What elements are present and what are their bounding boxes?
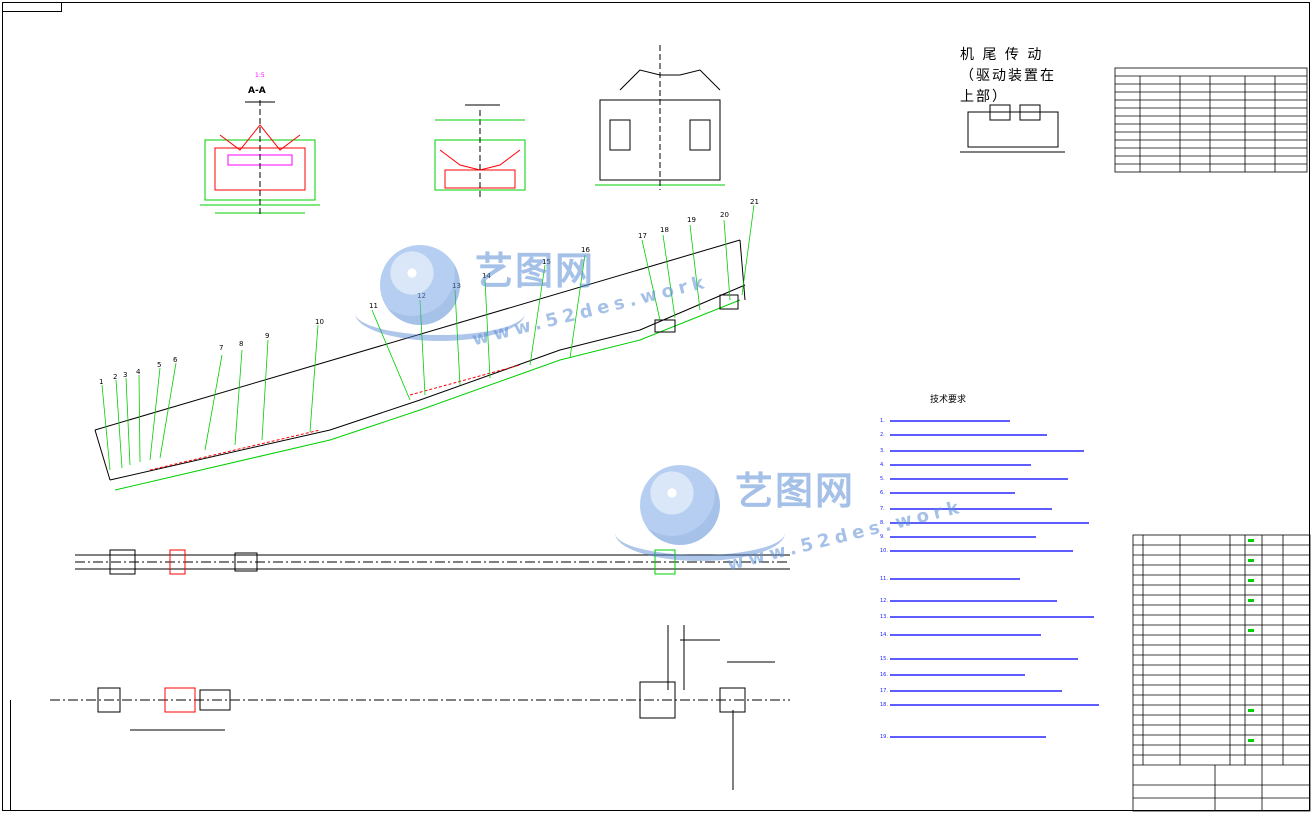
part-number-label: 9 (265, 332, 270, 340)
part-number-label: 3 (123, 371, 128, 379)
section-view-right (595, 45, 725, 190)
part-number-label: 20 (720, 211, 729, 219)
tech-item-text-line (890, 616, 1094, 618)
tech-item: 14. (880, 632, 888, 638)
tech-item-text-line (890, 522, 1089, 524)
tech-item: 16. (880, 672, 888, 678)
tech-item-text-line (890, 704, 1099, 706)
tech-item: 8. (880, 520, 885, 526)
tech-item: 6. (880, 490, 885, 496)
part-number-label: 7 (219, 344, 224, 352)
drive-title: 机 尾 传 动（驱动装置在上部） (960, 47, 1056, 105)
part-number-label: 5 (157, 361, 162, 369)
tech-item: 1. (880, 418, 885, 424)
tech-item: 10. (880, 548, 888, 554)
tech-item: 19. (880, 734, 888, 740)
part-number-label: 8 (239, 340, 244, 348)
watermark-brand-bottom: 艺图网 (735, 469, 856, 513)
watermark-brand-top: 艺图网 (475, 249, 596, 293)
tech-item-text-line (890, 420, 1010, 422)
left-margin-strip (2, 700, 11, 811)
part-number-label: 17 (638, 232, 647, 240)
part-number-label: 1 (99, 378, 104, 386)
part-number-label: 16 (581, 246, 590, 254)
part-number-label: 18 (660, 226, 669, 234)
part-number-label: 15 (542, 258, 551, 266)
part-number-label: 14 (482, 272, 491, 280)
part-number-label: 6 (173, 356, 178, 364)
tech-item: 13. (880, 614, 888, 620)
part-number-label: 10 (315, 318, 324, 326)
tech-item: 7. (880, 506, 885, 512)
tech-item: 11. (880, 576, 888, 582)
part-number-label: 21 (750, 198, 759, 206)
tech-item-text-line (890, 634, 1041, 636)
tech-item-text-line (890, 600, 1057, 602)
drive-unit-view (960, 104, 1065, 153)
tech-item-text-line (890, 508, 1052, 510)
tech-item-text-line (890, 434, 1047, 436)
tech-item: 17. (880, 688, 888, 694)
tech-item-text-line (890, 690, 1062, 692)
tech-item: 12. (880, 598, 888, 604)
part-number-label: 2 (113, 373, 118, 381)
tech-item: 5. (880, 476, 885, 482)
part-number-label: 4 (136, 368, 141, 376)
watermark-swoosh-bottom (615, 505, 785, 561)
tech-item-text-line (890, 736, 1046, 738)
tech-item: 15. (880, 656, 888, 662)
tech-item-text-line (890, 478, 1068, 480)
title-block (1132, 534, 1311, 812)
tech-item: 18. (880, 702, 888, 708)
tech-item-text-line (890, 550, 1073, 552)
tech-requirements-title: 技术要求 (930, 395, 967, 405)
tech-item-text-line (890, 450, 1084, 452)
tech-item-text-line (890, 464, 1031, 466)
view-scale-label: 1:5 (255, 72, 265, 79)
part-number-label: 19 (687, 216, 696, 224)
spec-table (1114, 67, 1308, 173)
tech-item: 4. (880, 462, 885, 468)
tech-item: 9. (880, 534, 885, 540)
section-view-aa (200, 100, 320, 215)
lower-arrangement (50, 625, 790, 790)
title-block-green-marks (1248, 539, 1254, 742)
tech-item: 3. (880, 448, 885, 454)
section-view-middle (434, 104, 526, 200)
tech-item-text-line (890, 674, 1025, 676)
tech-item-text-line (890, 578, 1020, 580)
tech-item: 2. (880, 432, 885, 438)
tech-item-text-line (890, 492, 1015, 494)
tech-item-text-line (890, 536, 1036, 538)
tech-item-text-line (890, 658, 1078, 660)
corner-box (2, 2, 62, 12)
section-label-aa: A-A (248, 86, 266, 96)
watermark-swoosh-top (355, 285, 525, 341)
